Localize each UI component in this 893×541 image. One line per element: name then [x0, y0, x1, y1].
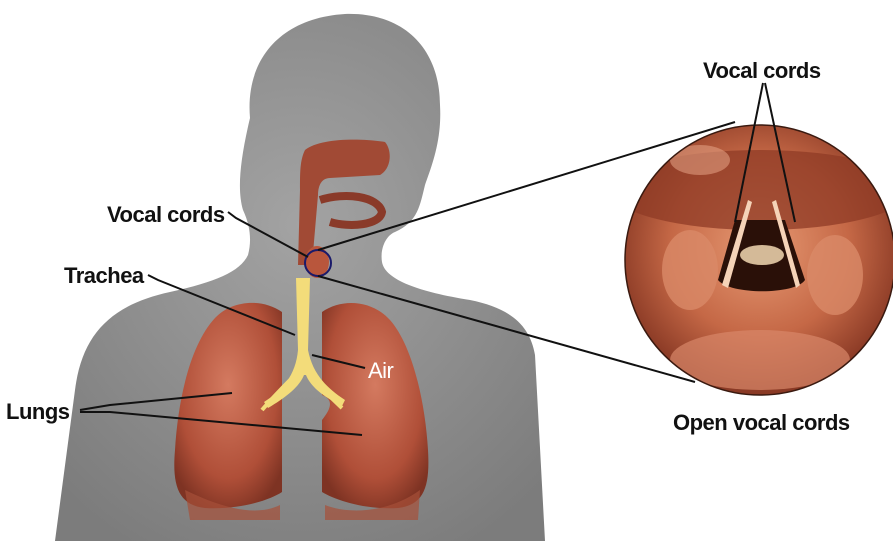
label-open-vocal-cords: Open vocal cords: [673, 410, 850, 435]
label-lungs: Lungs: [6, 399, 70, 424]
label-vocal-cords-inset: Vocal cords: [703, 58, 821, 83]
label-air: Air: [368, 358, 394, 383]
label-trachea: Trachea: [64, 263, 145, 288]
vocal-cords-inset: [610, 125, 893, 395]
label-vocal-cords-body: Vocal cords: [107, 202, 225, 227]
